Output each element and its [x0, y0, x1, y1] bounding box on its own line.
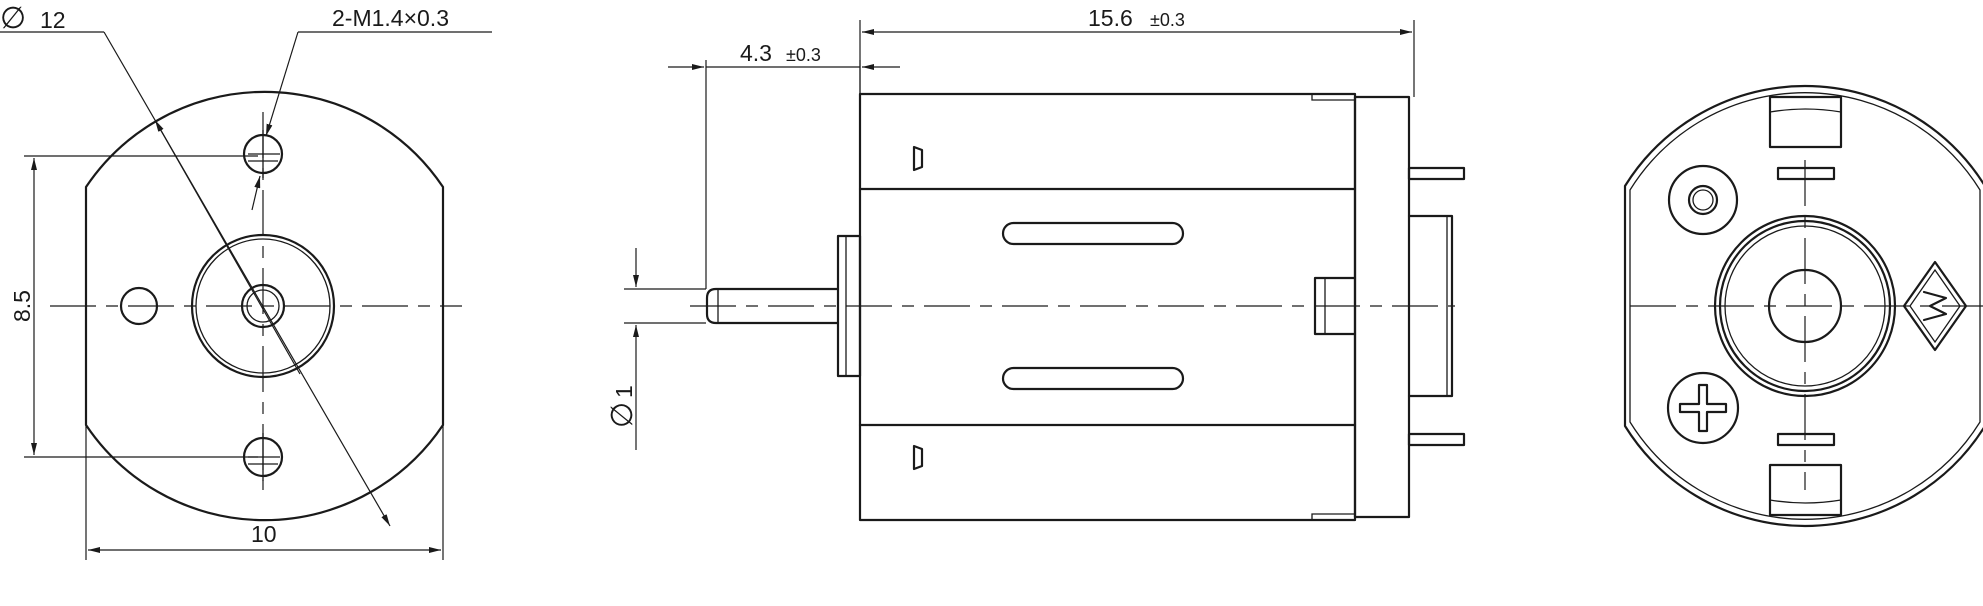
- diameter-dimension: ∅ 12: [0, 1, 391, 527]
- can-mark-bottom: [912, 444, 924, 471]
- side-can-body: [858, 92, 1357, 522]
- diameter-value: 12: [40, 7, 66, 33]
- shaft-diameter-dimension: ∅ 1: [605, 248, 706, 450]
- can-mark-top: [912, 145, 924, 172]
- front-shaft-inner: [246, 289, 280, 323]
- shaft-length-value: 4.3: [740, 40, 772, 66]
- shaft-length-dimension: 4.3 ±0.3: [668, 40, 900, 289]
- side-end-cap: [1353, 95, 1411, 519]
- front-bearing-boss-inner: [195, 238, 331, 374]
- length-tolerance: ±0.3: [1150, 10, 1185, 30]
- vent-slot-top: [1001, 221, 1185, 246]
- terminal-bottom: [1407, 432, 1466, 447]
- rear-boss-outer: [1713, 214, 1897, 398]
- vent-slot-bottom: [1001, 366, 1185, 391]
- brush-tab-bottom: [1768, 432, 1843, 517]
- diameter-symbol: ∅: [0, 1, 26, 36]
- brush-tab-top: [1768, 95, 1843, 181]
- thread-callout-label: 2-M1.4×0.3: [332, 5, 449, 31]
- rear-view-outline: [1623, 84, 1983, 528]
- height-dimension-label: 8.5: [9, 290, 35, 322]
- height-dimension: 8.5: [9, 155, 258, 458]
- front-bearing-boss: [190, 233, 336, 379]
- rear-view: [1623, 84, 1983, 528]
- shaft-diameter-value: 1: [611, 385, 637, 398]
- length-dimension: 15.6 ±0.3: [859, 5, 1415, 97]
- thread-callout: 2-M1.4×0.3: [251, 5, 492, 211]
- rear-plus-mark: [1666, 371, 1740, 445]
- terminal-top: [1407, 166, 1466, 181]
- rear-boss-center: [1767, 268, 1843, 344]
- length-value: 15.6: [1088, 5, 1133, 31]
- shaft-diameter-symbol: ∅: [605, 402, 640, 428]
- side-view: 15.6 ±0.3 4.3 ±0.3 ∅ 1: [605, 5, 1466, 522]
- mounting-hole-top: [242, 130, 284, 178]
- rear-small-hole: [1667, 164, 1739, 236]
- front-view: ∅ 12 2-M1.4×0.3 8.5 10: [0, 1, 492, 560]
- shaft-length-tolerance: ±0.3: [786, 45, 821, 65]
- front-left-hole: [119, 286, 159, 326]
- front-shaft: [240, 283, 286, 329]
- width-dimension-label: 10: [251, 521, 277, 547]
- rear-logo-diamond: [1902, 260, 1968, 352]
- width-dimension: 10: [85, 425, 444, 560]
